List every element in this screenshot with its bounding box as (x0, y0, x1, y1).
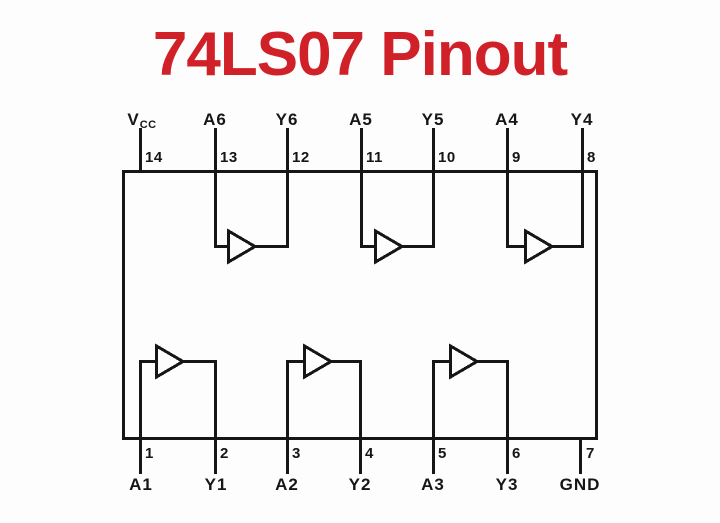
buffer2-triangle-icon (374, 228, 405, 265)
pin-label-gnd: GND (559, 475, 601, 494)
pin-label-a2: A2 (275, 475, 299, 494)
pin-number-3: 3 (292, 445, 301, 462)
buffer3-triangle-icon (524, 228, 555, 265)
pin-number-13: 13 (220, 149, 238, 166)
vcc-label-subscript: CC (139, 119, 157, 131)
page-title: 74LS07 Pinout (152, 20, 568, 89)
pin-number-2: 2 (220, 445, 229, 462)
buffer-symbols (155, 228, 555, 380)
pin-label-y2: Y2 (348, 475, 372, 494)
pin-label-y5: Y5 (421, 110, 445, 129)
pin-label-y6: Y6 (275, 110, 299, 129)
buffer6-triangle-icon (449, 343, 480, 380)
buffer1-triangle-icon (227, 228, 258, 265)
pin-number-4: 4 (365, 445, 374, 462)
pin-number-6: 6 (512, 445, 521, 462)
bottom-pin-wires (139, 361, 582, 474)
pin-label-vcc: VCC (127, 110, 156, 131)
pin-number-10: 10 (438, 149, 456, 166)
pin-label-a5: A5 (349, 110, 373, 129)
pin-label-a6: A6 (203, 110, 227, 129)
buffer5-triangle-icon (303, 343, 334, 380)
pin-label-a4: A4 (495, 110, 519, 129)
vcc-label-main: V (127, 110, 140, 129)
pin-number-11: 11 (366, 149, 383, 166)
pin-label-y4: Y4 (570, 110, 594, 129)
pin-number-14: 14 (145, 149, 163, 166)
pin-label-a3: A3 (421, 475, 445, 494)
pin-label-y3: Y3 (495, 475, 519, 494)
pin-number-5: 5 (438, 445, 447, 462)
pin-number-7: 7 (586, 445, 595, 462)
top-pin-wires (139, 128, 584, 248)
buffer4-triangle-icon (155, 343, 186, 380)
pin-label-a1: A1 (129, 475, 153, 494)
pin-label-y1: Y1 (204, 475, 228, 494)
pin-number-12: 12 (292, 149, 310, 166)
pin-number-9: 9 (512, 149, 521, 166)
pin-number-1: 1 (145, 445, 154, 462)
pin-number-8: 8 (587, 149, 596, 166)
